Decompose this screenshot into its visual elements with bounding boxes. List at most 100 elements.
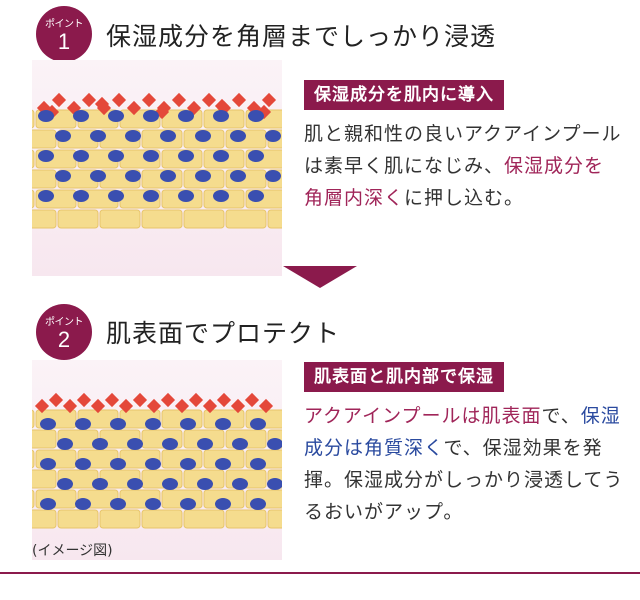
description-segment: で、保湿効果を発揮。保湿成分がしっかり浸透してうるおいがアップ。: [304, 437, 624, 523]
aquainpool-diamond: [201, 92, 217, 108]
point-1-illustration: [32, 60, 282, 276]
skin-cell: [141, 509, 183, 529]
skin-cell: [99, 509, 141, 529]
moisture-dot: [160, 130, 176, 142]
skin-cell: [32, 209, 57, 229]
point-2-description: アクアインプールは肌表面で、保湿成分は角質深くで、保湿効果を発揮。保湿成分がしっ…: [304, 400, 624, 528]
point-1-badge-label: ポイント: [45, 19, 84, 30]
moisture-dot: [90, 130, 106, 142]
point-1-section: ポイント 1 保湿成分を角層までしっかり浸透 保湿成分を肌内に導入 肌と親和性の…: [0, 0, 640, 290]
moisture-dot: [40, 498, 56, 510]
moisture-dot: [250, 418, 266, 430]
skin-cell: [225, 509, 267, 529]
aquainpool-diamond: [34, 398, 50, 414]
skin-cell: [57, 209, 99, 229]
moisture-dot: [250, 458, 266, 470]
point-2-section: ポイント 2 肌表面でプロテクト 肌表面と肌内部で保湿 アクアインプールは肌表面…: [0, 300, 640, 570]
point-1-heading: 保湿成分を角層までしっかり浸透: [106, 22, 497, 51]
aquainpool-diamond: [188, 392, 204, 408]
moisture-dot: [110, 498, 126, 510]
moisture-dot: [90, 170, 106, 182]
skin-layer-diagram-1: [32, 92, 282, 229]
point-2-badge-label: ポイント: [45, 317, 84, 328]
aquainpool-diamond: [51, 92, 67, 108]
skin-cell: [32, 449, 35, 469]
moisture-dot: [57, 478, 73, 490]
moisture-dot: [162, 478, 178, 490]
moisture-dot: [230, 130, 246, 142]
aquainpool-diamond: [160, 392, 176, 408]
point-1-tag: 保湿成分を肌内に導入: [304, 80, 504, 110]
moisture-dot: [250, 498, 266, 510]
moisture-dot: [197, 438, 213, 450]
aquainpool-diamond: [90, 398, 106, 414]
moisture-dot: [215, 418, 231, 430]
moisture-dot: [92, 438, 108, 450]
moisture-dot: [73, 110, 89, 122]
moisture-dot: [197, 478, 213, 490]
aquainpool-diamond: [111, 92, 127, 108]
moisture-dot: [38, 150, 54, 162]
description-segment: 保湿成分を角層内深く: [304, 155, 605, 209]
moisture-dot: [55, 170, 71, 182]
down-triangle-icon: [283, 266, 357, 288]
skin-cell: [183, 509, 225, 529]
image-caption: (イメージ図): [32, 543, 113, 559]
moisture-dot: [55, 130, 71, 142]
moisture-dot: [57, 438, 73, 450]
moisture-dot: [248, 110, 264, 122]
moisture-dot: [38, 110, 54, 122]
moisture-dot: [108, 190, 124, 202]
point-1-badge: ポイント 1: [36, 6, 92, 62]
moisture-dot: [213, 110, 229, 122]
moisture-dot: [73, 150, 89, 162]
aquainpool-diamond: [141, 92, 157, 108]
skin-cell: [57, 509, 99, 529]
moisture-dot: [178, 190, 194, 202]
point-1-badge-number: 1: [57, 29, 71, 54]
moisture-dot: [248, 150, 264, 162]
skin-cell: [99, 209, 141, 229]
moisture-dot: [125, 130, 141, 142]
point-2-badge-number: 2: [57, 327, 71, 352]
skin-cell: [267, 509, 282, 529]
point-2-illustration: [32, 360, 282, 560]
aquainpool-diamond: [76, 392, 92, 408]
description-segment: 保湿成分は角質深く: [304, 405, 621, 459]
skin-cell: [32, 489, 35, 509]
moisture-dot: [178, 110, 194, 122]
moisture-dot: [180, 498, 196, 510]
moisture-dot: [75, 418, 91, 430]
skin-layer-diagram-2: [32, 392, 282, 529]
skin-cell: [32, 149, 35, 169]
aquainpool-diamond: [118, 398, 134, 414]
description-segment: 肌と親和性の良いアクアインプールは素早く肌になじみ、: [304, 123, 622, 177]
moisture-dot: [75, 498, 91, 510]
description-segment: に押し込む。: [404, 187, 525, 209]
skin-cell: [32, 469, 57, 489]
moisture-dot: [145, 418, 161, 430]
moisture-dot: [110, 418, 126, 430]
moisture-dot: [73, 190, 89, 202]
moisture-dot: [178, 150, 194, 162]
skin-cell: [141, 209, 183, 229]
aquainpool-diamond: [48, 392, 64, 408]
moisture-dot: [195, 130, 211, 142]
moisture-dot: [267, 478, 282, 490]
skin-cell: [32, 429, 57, 449]
moisture-dot: [92, 478, 108, 490]
aquainpool-diamond: [81, 92, 97, 108]
aquainpool-diamond: [171, 92, 187, 108]
skin-cell: [225, 209, 267, 229]
description-segment: アクアインプールは肌表面: [304, 405, 542, 427]
skin-cell: [32, 169, 57, 189]
aquainpool-diamond: [261, 92, 277, 108]
moisture-dot: [110, 458, 126, 470]
skin-cell: [32, 409, 35, 429]
moisture-dot: [145, 458, 161, 470]
point-2-heading: 肌表面でプロテクト: [106, 319, 341, 348]
description-segment: で、: [541, 405, 581, 427]
aquainpool-diamond: [174, 398, 190, 414]
point-1-description: 肌と親和性の良いアクアインプールは素早く肌になじみ、保湿成分を角層内深くに押し込…: [304, 118, 624, 214]
moisture-dot: [145, 498, 161, 510]
